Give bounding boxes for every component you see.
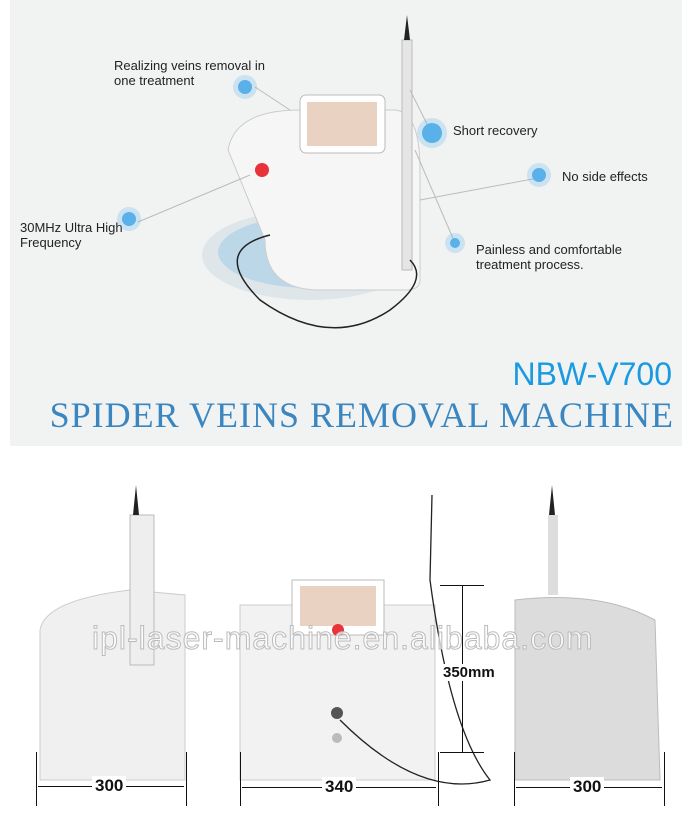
- dimension-views-illustration: [39, 485, 661, 785]
- feature-dot-icon: [532, 168, 546, 182]
- feature-dot-icon: [422, 123, 442, 143]
- hero-panel: Realizing veins removal in one treatment…: [10, 0, 682, 446]
- feature-no-side-effects: No side effects: [562, 169, 648, 184]
- dimension-height: 350mm: [440, 664, 498, 681]
- feature-veins-removal: Realizing veins removal in one treatment: [114, 58, 266, 88]
- dimension-side-left: 300: [92, 776, 127, 796]
- dimension-side-right: 300: [570, 777, 605, 797]
- feature-frequency: 30MHz Ultra High Frequency: [20, 220, 123, 250]
- dimension-front-width: 340: [322, 777, 357, 797]
- feature-short-recovery: Short recovery: [453, 123, 538, 138]
- model-name: NBW-V700: [512, 356, 672, 392]
- product-title: SPIDER VEINS REMOVAL MACHINE: [49, 395, 674, 435]
- feature-dot-icon: [122, 212, 136, 226]
- feature-painless: Painless and comfortable treatment proce…: [476, 242, 622, 272]
- feature-dot-icon: [450, 238, 460, 248]
- machine-illustration: [137, 15, 539, 329]
- feature-dot-icon: [238, 80, 252, 94]
- watermark: ipl-laser-machine.en.alibaba.com: [92, 620, 594, 657]
